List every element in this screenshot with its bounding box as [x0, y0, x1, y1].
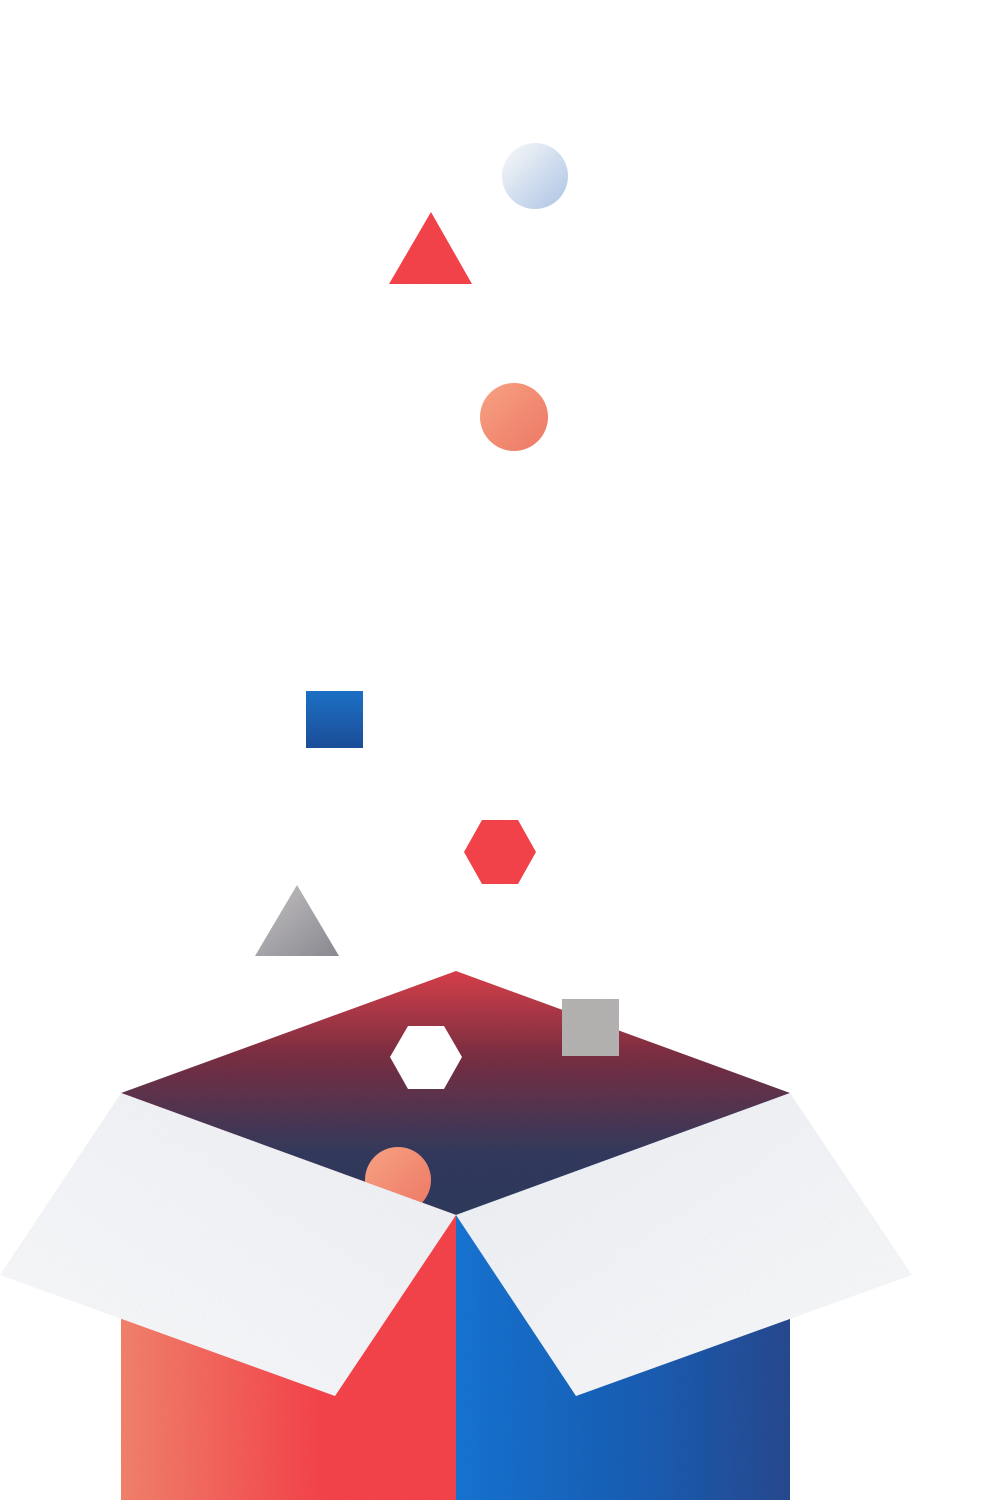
white-hexagon	[390, 1026, 462, 1089]
red-hexagon	[464, 820, 536, 884]
box-right-flap	[456, 1093, 912, 1396]
gray-triangle	[255, 885, 339, 956]
box-interior	[121, 971, 790, 1215]
salmon-circle-top	[480, 383, 548, 451]
pale-circle	[502, 143, 568, 209]
blue-square	[306, 691, 363, 748]
box-left-flap	[0, 1093, 456, 1396]
gray-square	[562, 999, 619, 1056]
red-triangle	[389, 212, 472, 284]
